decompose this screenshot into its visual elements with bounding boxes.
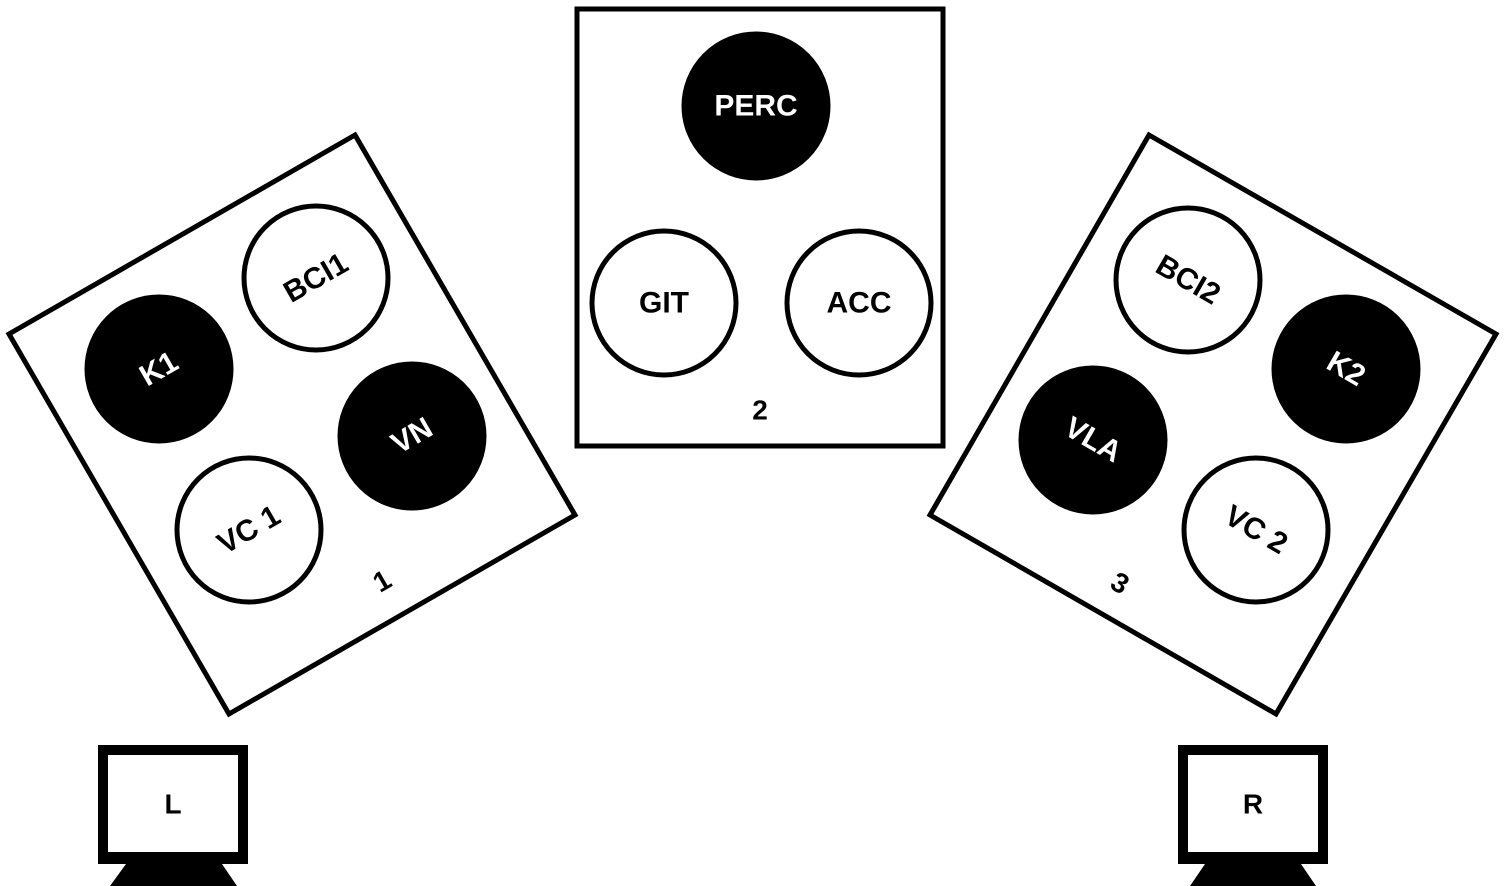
monitor-right-label: R [1243,789,1263,820]
node-perc: PERC [681,31,831,181]
node-bci2: BCI2 [1113,205,1263,355]
monitor-left-label: L [164,789,181,820]
node-git: GIT [589,228,739,378]
node-vc2: VC 2 [1181,455,1331,605]
group-3: BCI2 K2 VLA VC 2 3 [926,131,1500,718]
node-bci1: BCI1 [241,203,391,353]
node-vc1: VC 1 [174,455,324,605]
node-acc: ACC [784,228,934,378]
group-2-number: 2 [752,395,768,426]
node-perc-label: PERC [714,90,797,123]
group-1-number: 1 [368,564,397,599]
group-1: K1 BCI1 VC 1 VN 1 [5,131,579,718]
node-git-label: GIT [639,287,689,320]
monitor-left-icon: L [98,745,248,886]
group-1-box [5,131,579,718]
group-2-box [574,6,946,449]
group-3-box [926,131,1500,718]
monitor-right-icon: R [1178,745,1328,886]
node-k2: K2 [1271,294,1421,444]
node-vn: VN [337,361,487,511]
node-k1: K1 [84,294,234,444]
node-vla: VLA [1018,365,1168,515]
group-2: PERC GIT ACC 2 [574,6,946,449]
group-3-number: 3 [1106,566,1135,601]
node-acc-label: ACC [827,287,892,320]
